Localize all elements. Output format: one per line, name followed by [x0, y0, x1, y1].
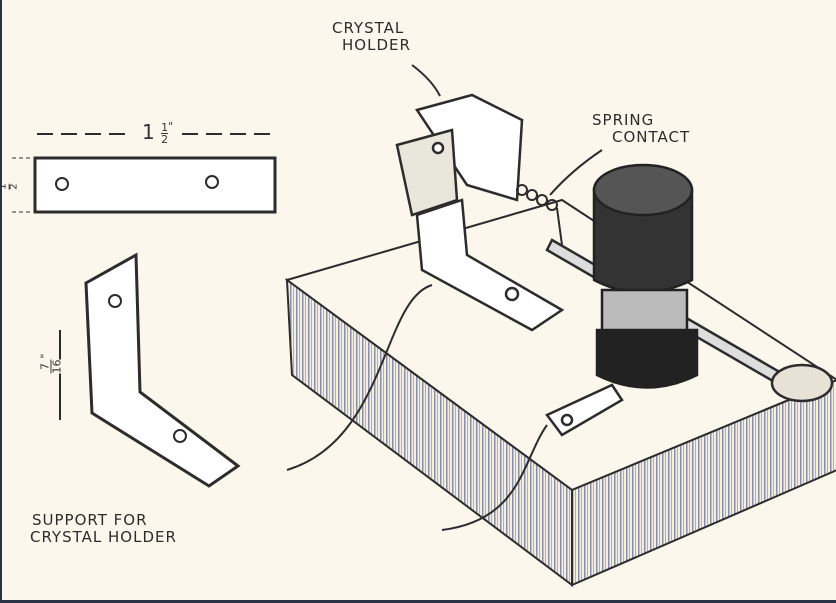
dim-num: 1	[161, 121, 169, 134]
dim-unit: "	[38, 353, 52, 359]
dim-den: 16	[50, 359, 64, 374]
width-dimension: 1 2	[2, 183, 20, 190]
spring-contact-label: SPRING CONTACT	[592, 112, 690, 146]
dim-den: 2	[161, 133, 169, 146]
spring-drawing	[516, 184, 563, 246]
flat-strip-drawing	[12, 133, 277, 214]
crystal-holder-drawing	[395, 93, 565, 332]
leader-lines	[411, 64, 603, 196]
label-line: HOLDER	[342, 36, 411, 54]
terminal-strip	[545, 383, 624, 437]
dim-unit: "	[168, 120, 174, 133]
label-line: CONTACT	[612, 128, 691, 146]
wires	[286, 284, 548, 531]
label-line: SPRING	[592, 111, 655, 129]
dim-den: 2	[8, 183, 20, 190]
knob-drawing	[592, 163, 699, 389]
bend-dimension: 7 16 "	[39, 354, 64, 374]
bracket-drawing	[59, 252, 241, 488]
support-label: SUPPORT FOR CRYSTAL HOLDER	[30, 512, 177, 546]
length-dimension: 1 1 2 "	[142, 120, 173, 145]
crystal-holder-label: CRYSTAL HOLDER	[332, 20, 411, 54]
dim-whole: 1	[142, 120, 155, 144]
label-line: SUPPORT FOR	[32, 511, 148, 529]
label-line: CRYSTAL	[332, 19, 405, 37]
label-line: CRYSTAL HOLDER	[30, 528, 177, 546]
